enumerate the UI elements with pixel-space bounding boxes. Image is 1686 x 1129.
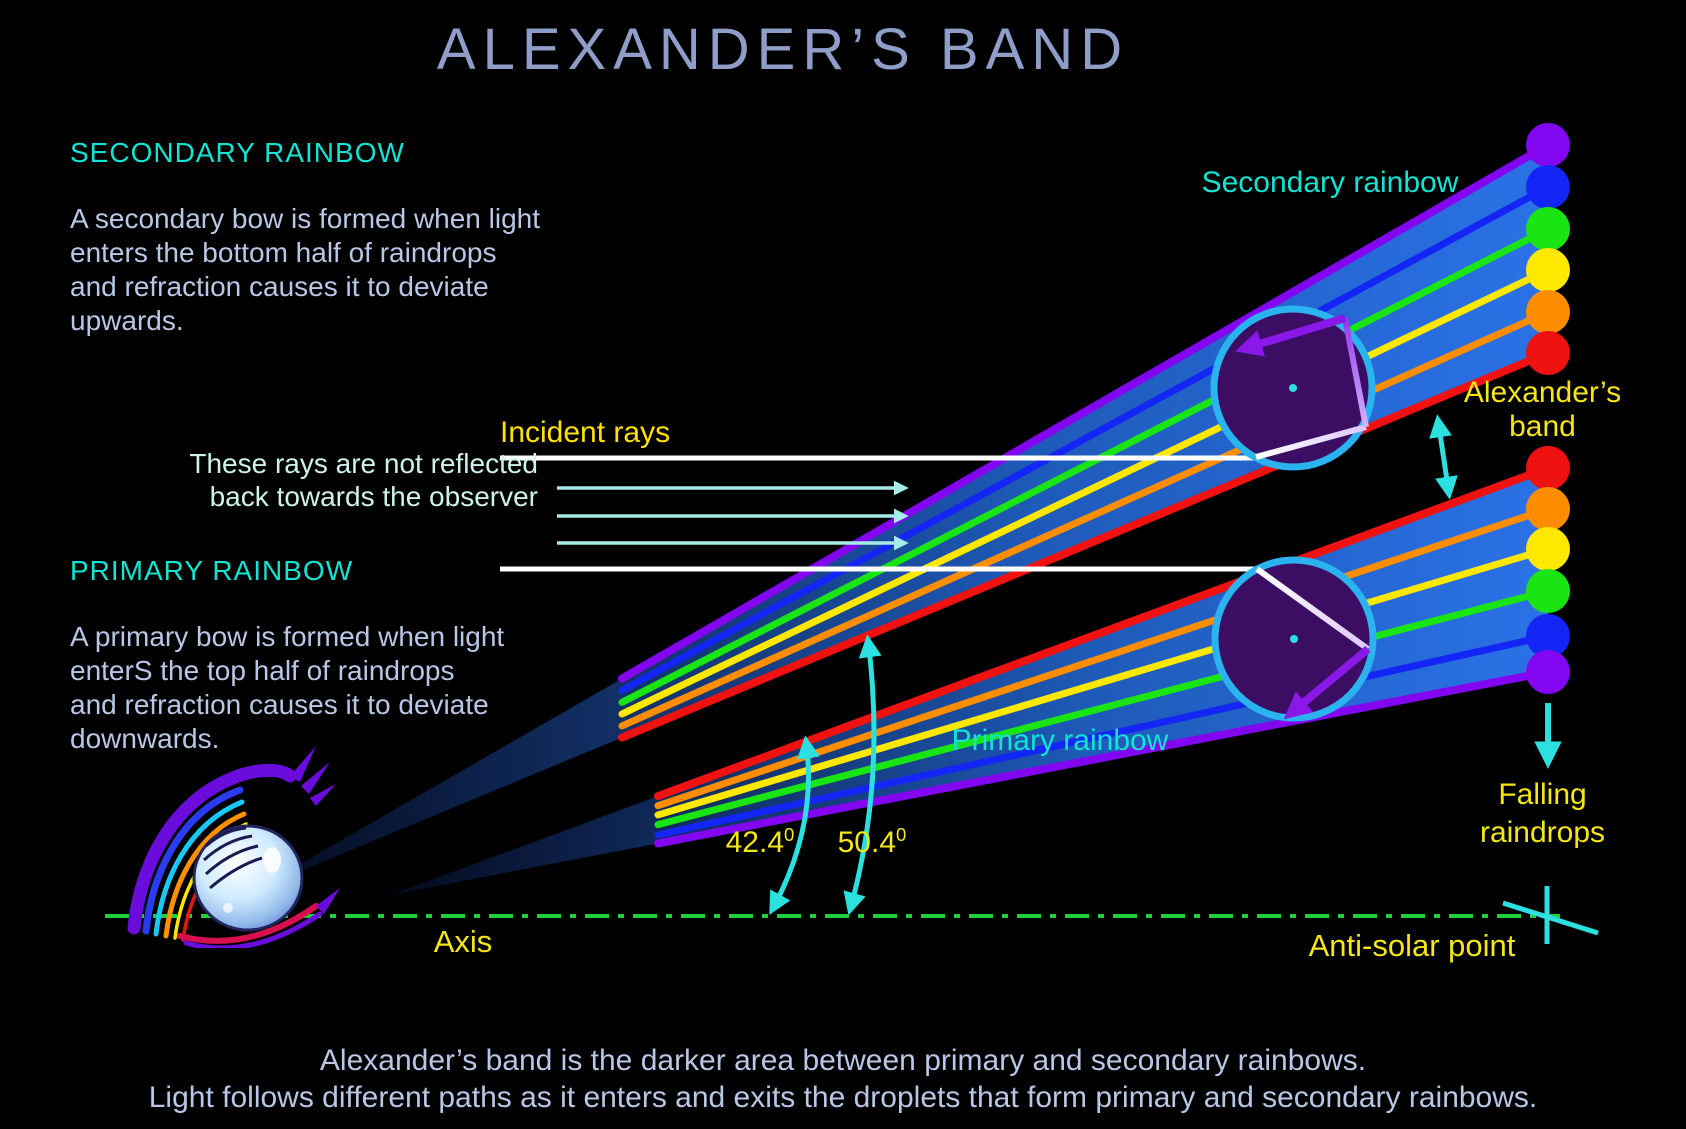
anti-solar-marker-diagonal: [1502, 900, 1599, 936]
not-reflected-note: These rays are not reflected back toward…: [189, 448, 538, 512]
primary-raindrop-dot-green: [1526, 569, 1570, 613]
anti-solar-point-label: Anti-solar point: [1308, 928, 1516, 963]
observer-eye-illustration: [127, 746, 340, 948]
refracted-ray: [1255, 424, 1367, 460]
droplet-center-dot: [1289, 384, 1297, 392]
internal-reflection-ray: [1342, 317, 1369, 428]
eyelid-orange-band: [163, 811, 247, 939]
secondary-raindrop-dot-blue: [1526, 165, 1570, 209]
primary-raindrop-dot-blue: [1526, 614, 1570, 658]
secondary-ray-red: [618, 349, 1552, 742]
secondary-ray-green: [618, 225, 1552, 706]
secondary-raindrop-dot-yellow: [1526, 248, 1570, 292]
degree-symbol: 0: [896, 824, 907, 845]
secondary-angle-value: 50.4: [837, 826, 897, 859]
primary-raindrop-dot-violet: [1526, 650, 1570, 694]
secondary-ray-yellow: [618, 266, 1552, 718]
secondary-rainbow-description: A secondary bow is formed when light ent…: [70, 203, 541, 336]
secondary-raindrop-dot-violet: [1526, 123, 1570, 167]
iris-stripe: [204, 844, 259, 876]
secondary-rainbow-heading: SECONDARY RAINBOW: [70, 137, 405, 168]
droplet-center-dot: [1290, 635, 1298, 643]
secondary-ray-orange: [618, 308, 1552, 730]
raindrop-droplet-primary: [1211, 556, 1377, 722]
falling-raindrops-callout: Falling raindrops: [1479, 778, 1606, 849]
page-title: ALEXANDER’S BAND: [436, 17, 1130, 82]
secondary-raindrop-dot-red: [1526, 331, 1570, 375]
secondary-rainbow-callout: Secondary rainbow: [1201, 166, 1459, 199]
primary-rainbow-heading: PRIMARY RAINBOW: [70, 555, 354, 586]
eyelash: [301, 762, 330, 794]
caption: Alexander’s band is the darker area betw…: [148, 1044, 1538, 1114]
primary-rainbow-description: A primary bow is formed when light enter…: [70, 621, 505, 754]
secondary-raindrop-dot-green: [1526, 207, 1570, 251]
lower-lash: [316, 888, 340, 914]
secondary-angle-label: 50.40: [812, 824, 932, 860]
primary-angle-arrow: [769, 735, 820, 916]
primary-raindrop-dot-orange: [1526, 487, 1570, 531]
secondary-ray-violet: [618, 141, 1552, 683]
axis-label: Axis: [433, 924, 493, 959]
secondary-ray-blue: [618, 183, 1552, 694]
alexanders-band-extent-arrow: [1429, 414, 1458, 500]
incident-rays-label: Incident rays: [500, 416, 671, 449]
eye-highlight: [263, 847, 281, 873]
eyelid-cyan-band: [153, 799, 245, 937]
exit-ray-arrow: [1283, 645, 1371, 720]
primary-angle-value: 42.4: [725, 826, 785, 859]
iris-stripe: [209, 856, 263, 890]
eyelash: [290, 746, 316, 782]
refracted-ray: [1255, 566, 1370, 652]
alexanders-band-callout: Alexander’s band: [1463, 376, 1622, 443]
degree-symbol: 0: [784, 824, 795, 845]
secondary-raindrop-dot-orange: [1526, 290, 1570, 334]
iris-stripe: [202, 834, 253, 862]
primary-angle-label: 42.40: [700, 824, 820, 860]
eyelash: [310, 784, 336, 806]
eyelid-blue-band: [142, 786, 244, 935]
exit-ray-arrow: [1235, 314, 1347, 357]
secondary-angle-arrow: [843, 634, 882, 916]
eye-sparkle: [223, 903, 233, 913]
lower-lid-red: [177, 903, 319, 944]
primary-raindrop-dot-yellow: [1526, 527, 1570, 571]
raindrop-droplet-secondary: [1210, 305, 1376, 471]
primary-rainbow-callout: Primary rainbow: [951, 724, 1169, 757]
primary-raindrop-dot-red: [1526, 446, 1570, 490]
eyelid-purple-band: [127, 763, 297, 935]
iris-stripe: [205, 826, 247, 848]
lower-lid-purple: [183, 911, 323, 948]
